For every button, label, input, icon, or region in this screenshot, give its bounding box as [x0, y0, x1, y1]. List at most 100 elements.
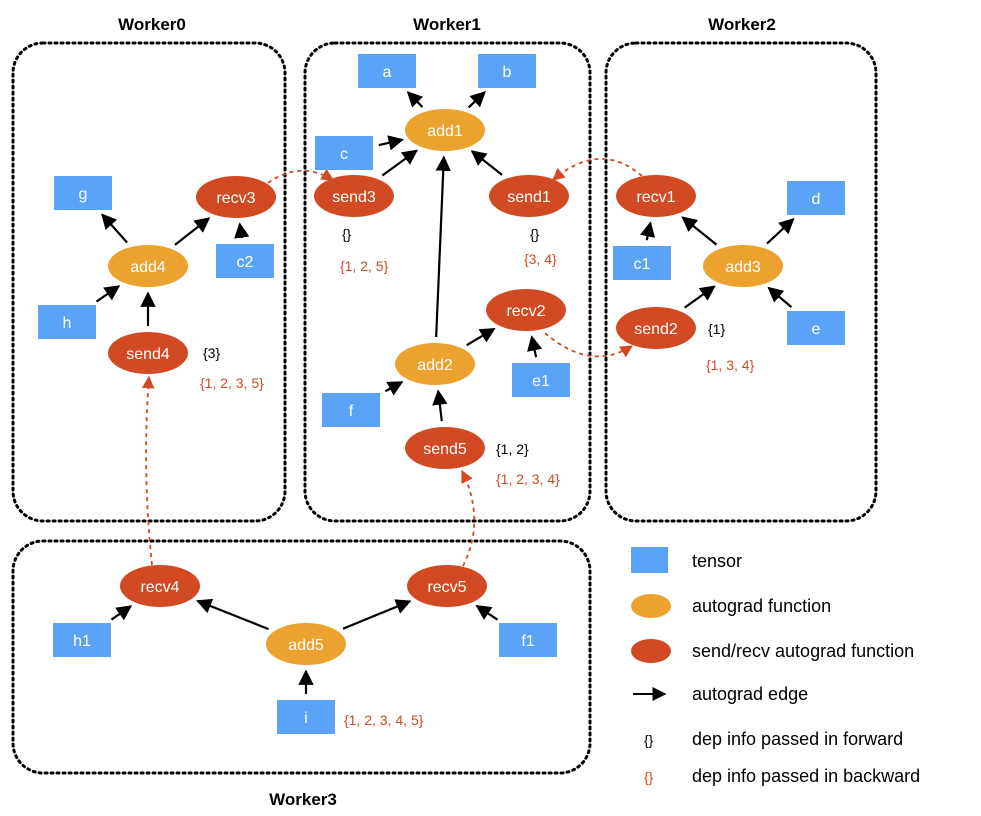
tensor-shape	[322, 393, 380, 427]
legend-forward-label: dep info passed in forward	[692, 729, 903, 749]
node-label: h1	[73, 633, 91, 650]
node-d: d	[787, 181, 845, 215]
node-send3: send3	[314, 175, 394, 217]
node-label: b	[503, 64, 512, 81]
rpc-link-recv1-to-send1	[552, 158, 643, 181]
sendrecv-shape	[108, 332, 188, 374]
sendrecv-shape	[489, 175, 569, 217]
node-label: add1	[427, 123, 463, 140]
legend-function-swatch	[631, 594, 671, 618]
worker2-title: Worker2	[708, 15, 776, 34]
function-shape	[703, 245, 783, 287]
node-a: a	[358, 54, 416, 88]
edge-add1-to-a	[406, 91, 424, 108]
edge-add5-to-recv4	[196, 598, 269, 631]
tensor-shape	[358, 54, 416, 88]
rpc-link-recv5-to-send5	[461, 469, 476, 567]
dep-send3-backward: {1, 2, 5}	[340, 258, 389, 274]
node-send2: send2	[616, 307, 696, 349]
node-recv4: recv4	[120, 565, 200, 607]
node-h1: h1	[53, 623, 111, 657]
dep-send4-forward: {3}	[203, 345, 220, 361]
function-shape	[395, 343, 475, 385]
edge-send3-to-add1	[381, 149, 418, 177]
dep-send3-forward: {}	[342, 226, 352, 242]
node-e: e	[787, 311, 845, 345]
edge-f1-to-recv5	[475, 604, 499, 621]
node-c2: c2	[216, 244, 274, 278]
worker2-box	[604, 41, 878, 523]
node-add3: add3	[703, 245, 783, 287]
function-shape	[108, 245, 188, 287]
legend-sendrecv-swatch	[631, 639, 671, 663]
edge-add3-to-recv1	[681, 216, 718, 246]
node-label: add4	[130, 259, 166, 276]
node-label: i	[304, 710, 308, 727]
tensor-shape	[53, 623, 111, 657]
edge-add3-to-d	[766, 218, 795, 245]
node-label: f1	[521, 633, 534, 650]
rpc-link-recv3-to-send3	[267, 168, 335, 184]
rpc-links	[141, 158, 643, 567]
edge-add4-to-g	[101, 213, 128, 244]
edge-add2-to-recv2	[466, 327, 496, 347]
tensor-shape	[478, 54, 536, 88]
worker3-title: Worker3	[269, 790, 337, 809]
legend: tensor autograd function send/recv autog…	[631, 547, 920, 786]
legend-tensor-swatch	[631, 547, 668, 573]
legend-backward-braces: {}	[644, 769, 654, 785]
dep-labels: {3} {1, 2, 3, 5} {} {1, 2, 5} {} {3, 4} …	[200, 226, 755, 728]
autograd-edges	[95, 91, 795, 694]
dep-send1-backward: {3, 4}	[524, 251, 557, 267]
worker1-title: Worker1	[413, 15, 481, 34]
worker-boxes	[11, 41, 878, 775]
sendrecv-shape	[616, 307, 696, 349]
legend-function-label: autograd function	[692, 596, 831, 616]
node-recv5: recv5	[407, 565, 487, 607]
tensor-shape	[512, 363, 570, 397]
node-c: c	[315, 136, 373, 170]
function-shape	[405, 109, 485, 151]
tensor-shape	[38, 305, 96, 339]
dep-send2-forward: {1}	[708, 321, 725, 337]
node-label: add3	[725, 259, 761, 276]
edge-e-to-add3	[767, 286, 793, 308]
node-add5: add5	[266, 623, 346, 665]
node-label: recv1	[636, 189, 675, 206]
rpc-link-recv2-to-send2	[544, 332, 634, 358]
rpc-link-recv4-to-send4	[141, 375, 155, 566]
edge-add1-to-b	[467, 91, 486, 109]
node-label: d	[812, 191, 821, 208]
tensor-shape	[787, 181, 845, 215]
node-label: add5	[288, 637, 324, 654]
node-label: recv3	[216, 190, 255, 207]
node-label: f	[349, 403, 354, 420]
node-label: send2	[634, 321, 678, 338]
node-label: a	[383, 64, 392, 81]
node-label: send5	[423, 441, 467, 458]
dep-send1-forward: {}	[530, 226, 540, 242]
sendrecv-shape	[486, 289, 566, 331]
dep-send5-backward: {1, 2, 3, 4}	[496, 471, 560, 487]
node-send1: send1	[489, 175, 569, 217]
node-label: h	[63, 315, 72, 332]
node-label: add2	[417, 357, 453, 374]
function-shape	[266, 623, 346, 665]
tensor-shape	[613, 246, 671, 280]
node-label: g	[79, 186, 88, 203]
node-add4: add4	[108, 245, 188, 287]
legend-sendrecv-label: send/recv autograd function	[692, 641, 914, 661]
legend-edge-label: autograd edge	[692, 684, 808, 704]
edge-c-to-add1	[378, 135, 404, 151]
legend-tensor-label: tensor	[692, 551, 742, 571]
tensor-shape	[54, 176, 112, 210]
node-h: h	[38, 305, 96, 339]
node-label: recv4	[140, 579, 179, 596]
node-label: send3	[332, 189, 376, 206]
tensor-shape	[216, 244, 274, 278]
node-c1: c1	[613, 246, 671, 280]
edge-add4-to-recv3	[174, 217, 211, 246]
node-f1: f1	[499, 623, 557, 657]
